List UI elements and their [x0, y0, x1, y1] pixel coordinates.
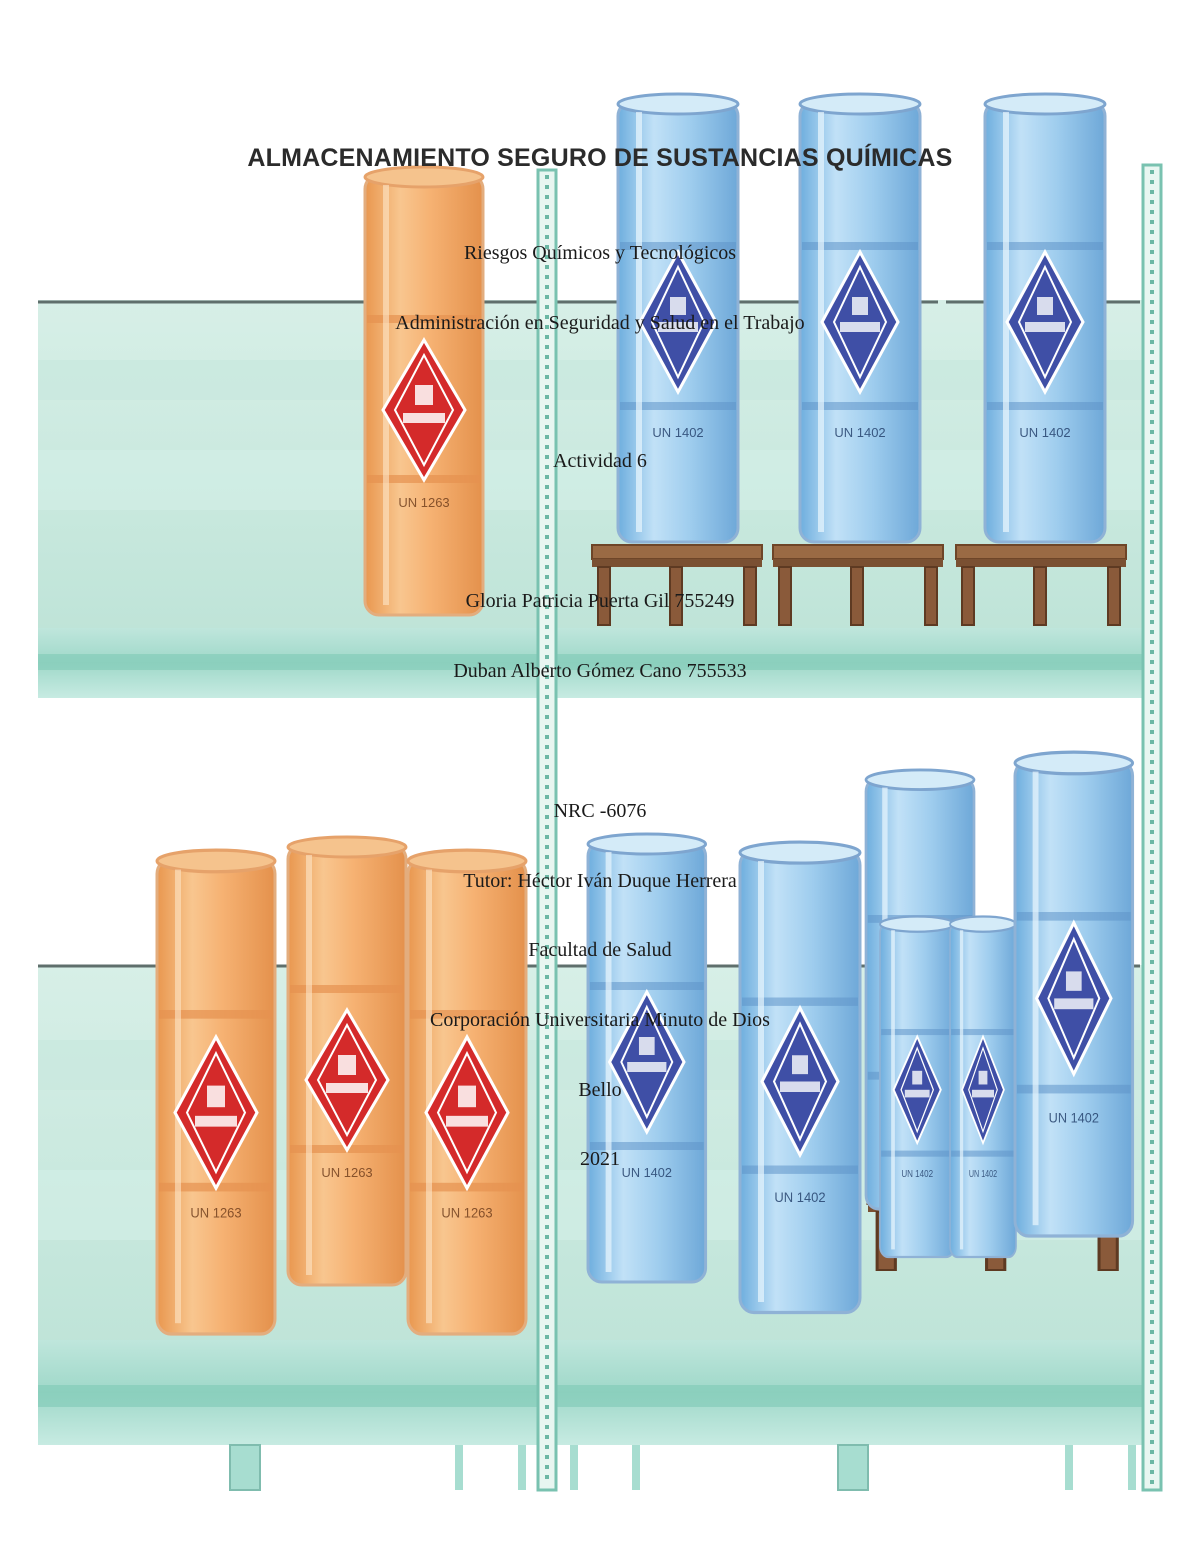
- document-title: ALMACENAMIENTO SEGURO DE SUSTANCIAS QUÍM…: [247, 144, 953, 172]
- course-name: Riesgos Químicos y Tecnológicos: [463, 242, 737, 264]
- nrc-code: NRC -6076: [553, 800, 647, 822]
- city-name: Bello: [578, 1079, 622, 1101]
- author-2: Duban Alberto Gómez Cano 755533: [453, 660, 747, 682]
- activity-label: Actividad 6: [553, 450, 647, 472]
- tutor-name: Tutor: Héctor Iván Duque Herrera: [463, 870, 737, 892]
- institution-name: Corporación Universitaria Minuto de Dios: [430, 1009, 770, 1031]
- faculty-name: Facultad de Salud: [528, 939, 672, 961]
- author-1: Gloria Patricia Puerta Gil 755249: [465, 590, 735, 612]
- program-name: Administración en Seguridad y Salud en e…: [395, 312, 805, 334]
- year: 2021: [580, 1148, 620, 1170]
